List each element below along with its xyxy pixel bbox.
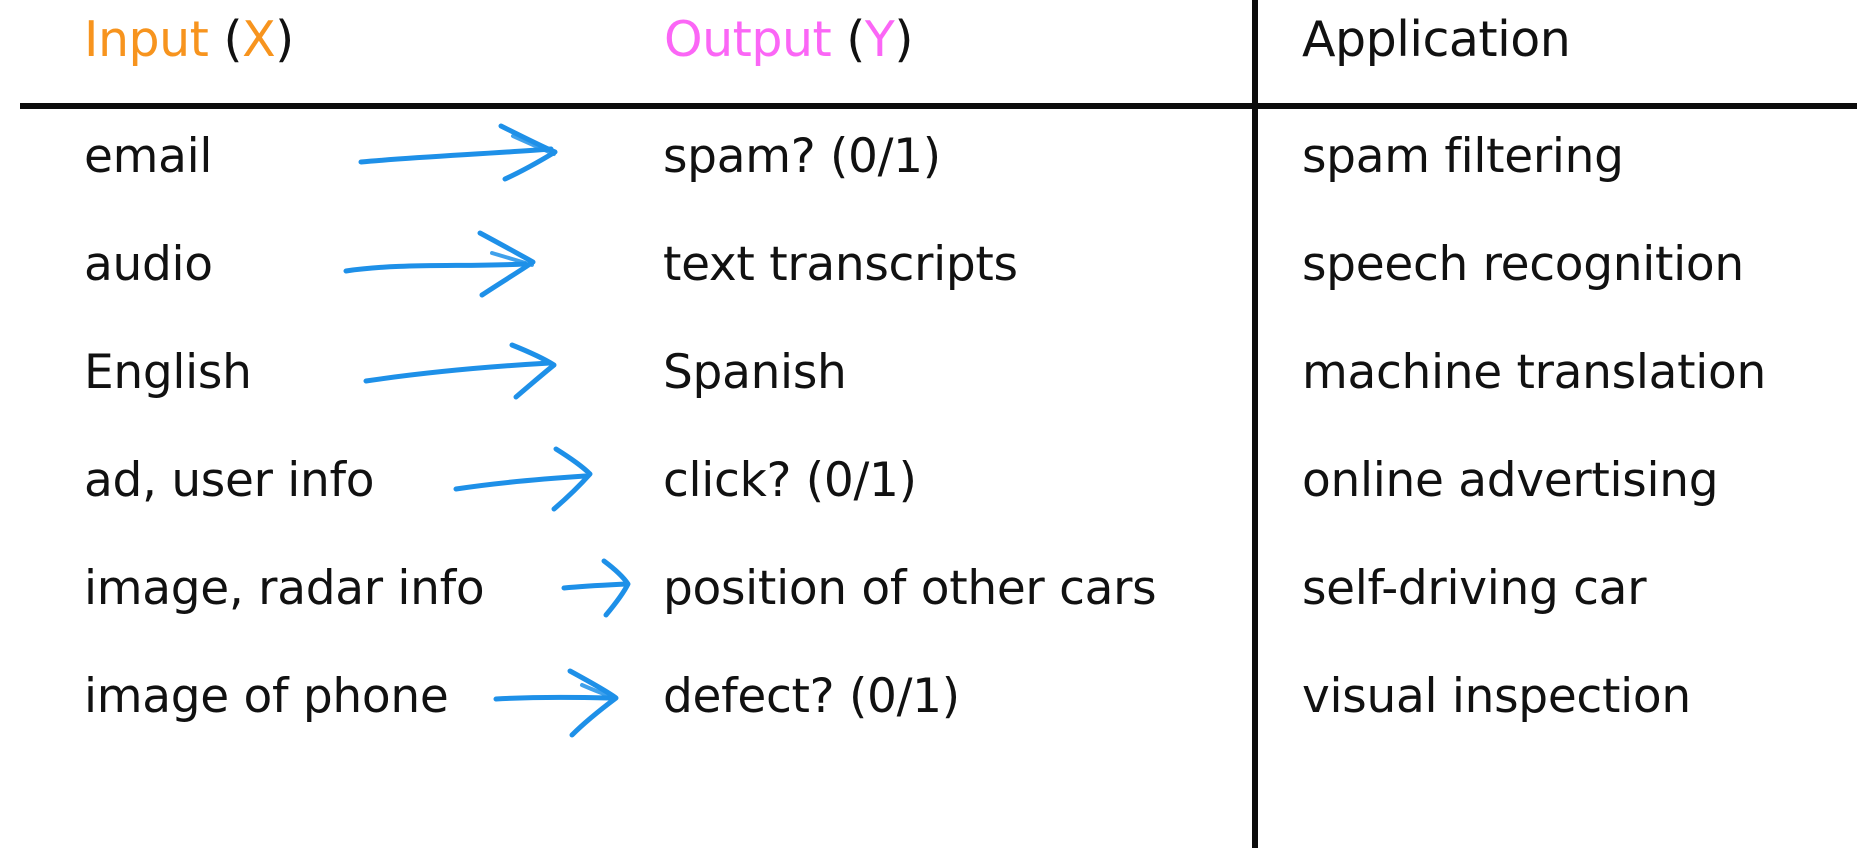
table-row: image of phone defect? (0/1) visual insp… bbox=[0, 643, 1859, 751]
cell-input: audio bbox=[84, 237, 213, 292]
column-header-output-paren-close: ) bbox=[894, 11, 913, 68]
cell-output: click? (0/1) bbox=[663, 453, 917, 508]
table-row: image, radar info position of other cars… bbox=[0, 535, 1859, 643]
table-row: email spam? (0/1) spam filtering bbox=[0, 103, 1859, 211]
cell-output: Spanish bbox=[663, 345, 847, 400]
cell-application: online advertising bbox=[1302, 453, 1719, 508]
table-header-row: Input (X) Output (Y) Application bbox=[0, 0, 1859, 103]
cell-output: position of other cars bbox=[663, 561, 1157, 616]
cell-application: machine translation bbox=[1302, 345, 1766, 400]
header-divider-horizontal-rule bbox=[20, 103, 1857, 109]
cell-input: email bbox=[84, 129, 213, 184]
cell-input: English bbox=[84, 345, 252, 400]
table-body: email spam? (0/1) spam filtering audio bbox=[0, 103, 1859, 848]
column-header-input-word: Input bbox=[84, 11, 209, 68]
application-column-divider-vertical-rule bbox=[1252, 0, 1258, 848]
column-header-input-paren-close: ) bbox=[275, 11, 294, 68]
column-header-output-paren-open: ( bbox=[831, 11, 865, 68]
column-header-output: Output (Y) bbox=[664, 10, 913, 70]
cell-output: spam? (0/1) bbox=[663, 129, 941, 184]
cell-input: image, radar info bbox=[84, 561, 485, 616]
cell-output: text transcripts bbox=[663, 237, 1018, 292]
column-header-output-word: Output bbox=[664, 11, 832, 68]
column-header-input-symbol: X bbox=[242, 11, 276, 68]
table-row: audio text transcripts speech recognitio… bbox=[0, 211, 1859, 319]
cell-application: speech recognition bbox=[1302, 237, 1744, 292]
column-header-input: Input (X) bbox=[84, 10, 294, 70]
table-row: ad, user info click? (0/1) online advert… bbox=[0, 427, 1859, 535]
cell-application: spam filtering bbox=[1302, 129, 1624, 184]
table-row: English Spanish machine translation bbox=[0, 319, 1859, 427]
cell-output: defect? (0/1) bbox=[663, 669, 960, 724]
cell-input: image of phone bbox=[84, 669, 449, 724]
column-header-input-paren-open: ( bbox=[208, 11, 243, 68]
cell-application: self-driving car bbox=[1302, 561, 1647, 616]
cell-input: ad, user info bbox=[84, 453, 375, 508]
cell-application: visual inspection bbox=[1302, 669, 1691, 724]
column-header-output-symbol: Y bbox=[864, 11, 895, 68]
column-header-application: Application bbox=[1302, 11, 1571, 68]
